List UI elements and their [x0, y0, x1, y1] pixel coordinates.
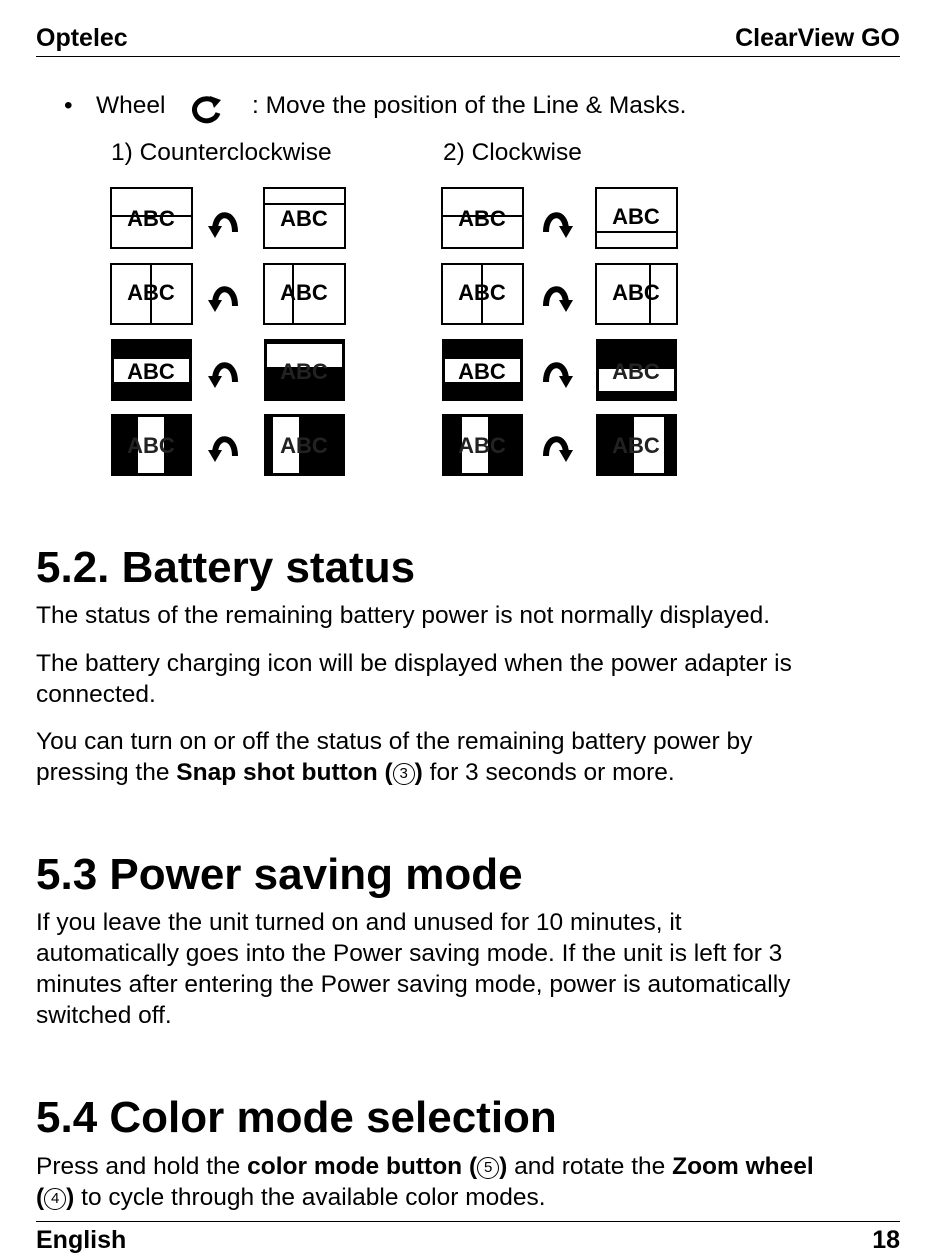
color-mode-line-1: Press and hold the color mode button (5)… — [36, 1153, 814, 1180]
language-label: English — [36, 1226, 127, 1254]
battery-paragraph-3-line-1: You can turn on or off the status of the… — [36, 728, 753, 755]
power-saving-line-1: If you leave the unit turned on and unus… — [36, 909, 682, 936]
svg-text:ABC: ABC — [280, 280, 328, 305]
button-number-5: 5 — [477, 1157, 500, 1179]
ccw-row-2: ABC ABC — [110, 263, 346, 325]
svg-text:ABC: ABC — [458, 206, 506, 231]
svg-text:ABC: ABC — [127, 359, 175, 384]
svg-text:ABC: ABC — [127, 433, 175, 458]
battery-paragraph-2-line-2: connected. — [36, 681, 156, 708]
button-number-3: 3 — [392, 763, 415, 785]
svg-text:ABC: ABC — [612, 433, 660, 458]
ccw-row-4: ABC ABC — [111, 414, 345, 476]
battery-paragraph-3-line-2: pressing the Snap shot button (3) for 3 … — [36, 759, 675, 786]
svg-text:ABC: ABC — [280, 359, 328, 384]
page-footer: English 18 — [36, 1221, 900, 1256]
svg-text:ABC: ABC — [127, 206, 175, 231]
power-saving-heading: 5.3 Power saving mode — [36, 850, 523, 899]
power-saving-line-4: switched off. — [36, 1002, 172, 1029]
ccw-row-1: ABC ABC — [110, 187, 346, 249]
cw-row-3: ABC ABC — [442, 339, 677, 401]
svg-text:ABC: ABC — [280, 433, 328, 458]
product-name: ClearView GO — [735, 24, 900, 52]
page-header: Optelec ClearView GO — [36, 24, 900, 57]
color-mode-line-2: (4) to cycle through the available color… — [36, 1184, 546, 1211]
svg-text:ABC: ABC — [280, 206, 328, 231]
counterclockwise-label: 1) Counterclockwise — [111, 139, 332, 166]
color-mode-heading: 5.4 Color mode selection — [36, 1093, 557, 1142]
battery-status-heading: 5.2. Battery status — [36, 543, 416, 592]
line-mask-illustration: ABC ABC ABC ABC ABC ABC ABC ABC ABC — [110, 187, 678, 476]
page-number: 18 — [872, 1226, 900, 1254]
rotate-wheel-icon — [192, 96, 221, 124]
power-saving-line-2: automatically goes into the Power saving… — [36, 940, 783, 967]
cw-row-4: ABC ABC — [442, 414, 677, 476]
battery-paragraph-1: The status of the remaining battery powe… — [36, 602, 771, 629]
svg-text:ABC: ABC — [612, 204, 660, 229]
svg-text:ABC: ABC — [612, 359, 660, 384]
power-saving-line-3: minutes after entering the Power saving … — [36, 971, 791, 998]
cw-row-2: ABC ABC — [441, 263, 678, 325]
svg-text:ABC: ABC — [612, 280, 660, 305]
svg-text:ABC: ABC — [458, 433, 506, 458]
ccw-row-3: ABC ABC — [111, 339, 345, 401]
wheel-label: Wheel — [96, 92, 166, 119]
wheel-description: : Move the position of the Line & Masks. — [252, 92, 687, 119]
bullet-dot: • — [64, 92, 73, 119]
cw-row-1: ABC ABC — [441, 187, 678, 249]
svg-text:ABC: ABC — [458, 359, 506, 384]
button-number-4: 4 — [44, 1188, 67, 1210]
brand-name: Optelec — [36, 24, 128, 52]
battery-paragraph-2-line-1: The battery charging icon will be displa… — [36, 650, 792, 677]
clockwise-label: 2) Clockwise — [443, 139, 582, 166]
